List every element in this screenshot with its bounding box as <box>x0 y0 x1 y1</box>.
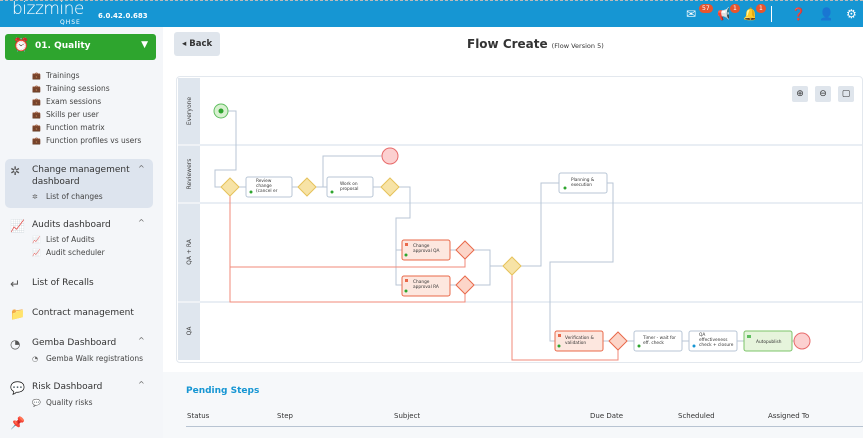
folder-icon: 📁 <box>10 307 25 321</box>
chevron-up-icon[interactable]: ^ <box>138 218 145 227</box>
sidebar-item-function-matrix[interactable]: 💼 Function matrix <box>32 123 105 132</box>
help-icon[interactable]: ❓ <box>791 7 803 21</box>
item-label: Audit scheduler <box>46 248 105 257</box>
notification-badge: 1 <box>756 4 766 13</box>
mail-icon[interactable]: ✉ <box>686 7 697 21</box>
chevron-down-icon: ▼ <box>141 40 148 50</box>
item-label: Function matrix <box>46 123 105 132</box>
announcement-badge: 1 <box>730 4 740 13</box>
sidebar-group-gemba[interactable]: Gemba Dashboard <box>32 338 117 348</box>
spinner-icon: ✲ <box>32 193 38 201</box>
return-arrow-icon: ↵ <box>10 277 21 291</box>
caret-left-icon: ◂ <box>182 39 190 49</box>
page-subtitle: (Flow Version 5) <box>551 42 604 50</box>
back-label: Back <box>189 39 213 49</box>
chart-line-icon: 📈 <box>10 219 25 233</box>
pie-chart-icon: ◔ <box>10 337 21 351</box>
sidebar-group-recalls[interactable]: List of Recalls <box>32 278 94 288</box>
chart-line-icon: 📈 <box>32 249 41 257</box>
module-label: 01. Quality <box>35 41 91 51</box>
column-assigned-to[interactable]: Assigned To <box>768 412 810 420</box>
briefcase-icon: 💼 <box>32 124 41 132</box>
chevron-up-icon[interactable]: ^ <box>138 164 145 173</box>
column-step[interactable]: Step <box>277 412 293 420</box>
sidebar: ⏰ 01. Quality ▼ 💼 Trainings 💼 Training ses… <box>0 27 163 438</box>
divider <box>771 6 772 22</box>
sidebar-item-audit-scheduler[interactable]: 📈 Audit scheduler <box>32 248 105 257</box>
back-button[interactable]: ◂ Back <box>174 32 220 56</box>
column-status[interactable]: Status <box>187 412 210 420</box>
sidebar-group-risk[interactable]: Risk Dashboard <box>32 382 103 392</box>
zoom-out-button[interactable]: ⊖ <box>815 86 831 102</box>
logo: bizzmine <box>12 0 84 19</box>
module-selector[interactable]: ⏰ 01. Quality ▼ <box>5 34 156 60</box>
chevron-up-icon[interactable]: ^ <box>138 380 145 389</box>
sidebar-item-exam-sessions[interactable]: 💼 Exam sessions <box>32 97 101 106</box>
fit-screen-button[interactable]: ▢ <box>838 86 854 102</box>
comment-icon: 💬 <box>32 399 41 407</box>
chevron-up-icon[interactable]: ^ <box>138 336 145 345</box>
briefcase-icon: 💼 <box>32 98 41 106</box>
bell-icon[interactable]: 🔔 <box>743 7 755 21</box>
sidebar-item-gemba-walk[interactable]: ◔ Gemba Walk registrations <box>32 354 143 363</box>
page-title: Flow Create(Flow Version 5) <box>467 37 604 51</box>
group-label: Change management <box>32 165 130 175</box>
pending-steps-title: Pending Steps <box>186 386 260 396</box>
briefcase-icon: 💼 <box>32 137 41 145</box>
sidebar-item-function-profiles[interactable]: 💼 Function profiles vs users <box>32 136 141 145</box>
sidebar-item-trainings[interactable]: 💼 Trainings <box>32 71 80 80</box>
item-label: List of changes <box>46 192 103 201</box>
item-label: Quality risks <box>46 398 93 407</box>
column-scheduled[interactable]: Scheduled <box>678 412 715 420</box>
pin-icon[interactable]: 📌 <box>10 416 25 430</box>
version-label: 6.0.42.0.683 <box>98 12 148 20</box>
briefcase-icon: 💼 <box>32 85 41 93</box>
column-subject[interactable]: Subject <box>394 412 421 420</box>
column-due-date[interactable]: Due Date <box>590 412 624 420</box>
briefcase-icon: 💼 <box>32 111 41 119</box>
top-bar: bizzmine QHSE 6.0.42.0.683 ✉ 57 📢 1 🔔 1 … <box>0 0 863 27</box>
sidebar-item-list-of-changes[interactable]: ✲ List of changes <box>32 192 103 201</box>
item-label: List of Audits <box>46 235 95 244</box>
zoom-in-button[interactable]: ⊕ <box>792 86 808 102</box>
pending-steps-section <box>163 372 863 438</box>
flow-diagram-panel <box>176 76 863 363</box>
mail-badge: 57 <box>699 4 713 13</box>
comment-alert-icon: 💬 <box>10 381 25 395</box>
sidebar-item-quality-risks[interactable]: 💬 Quality risks <box>32 398 93 407</box>
logo-subtitle: QHSE <box>60 19 81 26</box>
item-label: Training sessions <box>46 84 110 93</box>
item-label: Skills per user <box>46 110 99 119</box>
title-text: Flow Create <box>467 37 548 51</box>
table-header-divider <box>186 426 863 427</box>
item-label: Function profiles vs users <box>46 136 142 145</box>
group-label: dashboard <box>32 177 80 187</box>
sidebar-item-training-sessions[interactable]: 💼 Training sessions <box>32 84 110 93</box>
item-label: Exam sessions <box>46 97 102 106</box>
sidebar-group-contract-management[interactable]: Contract management <box>32 308 134 318</box>
alarm-clock-icon: ⏰ <box>13 38 30 53</box>
chart-line-icon: 📈 <box>32 236 41 244</box>
item-label: Gemba Walk registrations <box>46 354 143 363</box>
pie-chart-icon: ◔ <box>32 355 39 363</box>
user-icon[interactable]: 👤 <box>819 7 831 21</box>
spinner-icon: ✲ <box>10 164 21 178</box>
sidebar-item-list-of-audits[interactable]: 📈 List of Audits <box>32 235 95 244</box>
sidebar-group-change-management[interactable] <box>5 159 153 208</box>
sidebar-group-audits[interactable]: Audits dashboard <box>32 220 111 230</box>
briefcase-icon: 💼 <box>32 72 41 80</box>
announcement-icon[interactable]: 📢 <box>717 7 729 21</box>
sidebar-item-skills[interactable]: 💼 Skills per user <box>32 110 99 119</box>
item-label: Trainings <box>46 71 80 80</box>
gear-icon[interactable]: ⚙ <box>846 7 857 21</box>
